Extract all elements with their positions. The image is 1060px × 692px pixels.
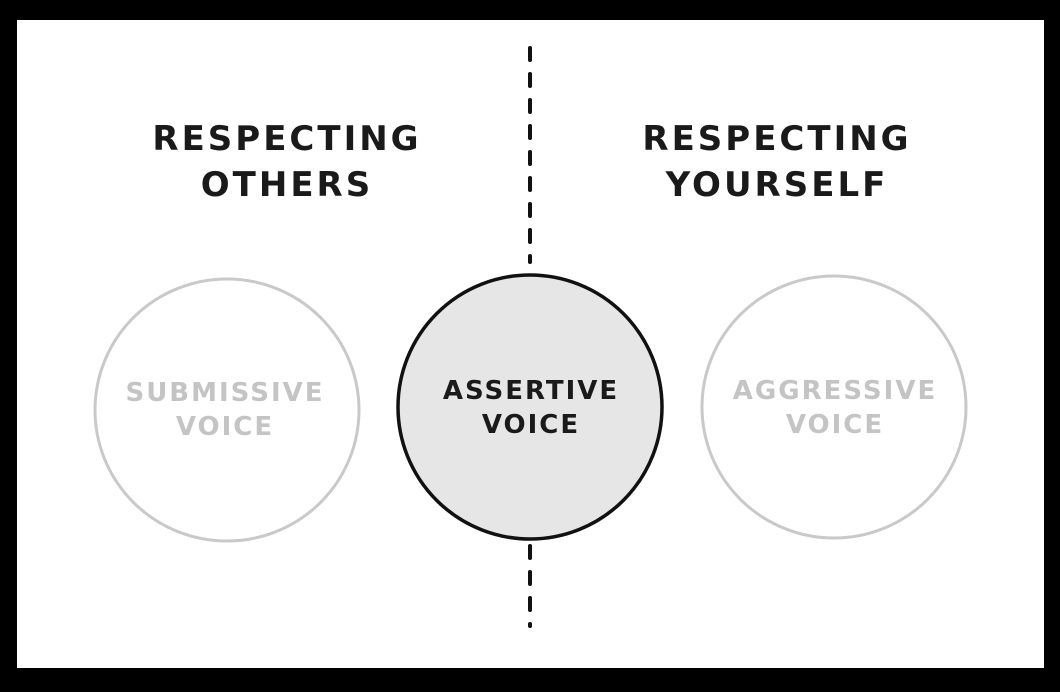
submissive-voice-circle bbox=[93, 277, 361, 543]
aggressive-voice-circle bbox=[700, 274, 968, 540]
assertive-label-line2: VOICE bbox=[481, 410, 581, 440]
assertive-voice-label: ASSERTIVE VOICE bbox=[401, 374, 661, 442]
aggressive-label-line2: VOICE bbox=[785, 410, 885, 440]
assertive-voice-circle bbox=[396, 273, 664, 541]
submissive-label-line1: SUBMISSIVE bbox=[125, 378, 325, 408]
diagram-canvas: RESPECTING OTHERS RESPECTING YOURSELF SU… bbox=[17, 20, 1044, 668]
aggressive-voice-label: AGGRESSIVE VOICE bbox=[705, 374, 965, 442]
heading-respecting-others: RESPECTING OTHERS bbox=[97, 116, 477, 208]
heading-right-line2: YOURSELF bbox=[665, 165, 889, 205]
assertive-label-line1: ASSERTIVE bbox=[442, 376, 620, 406]
submissive-voice-label: SUBMISSIVE VOICE bbox=[95, 376, 355, 444]
heading-respecting-yourself: RESPECTING YOURSELF bbox=[587, 116, 967, 208]
diagram-graphics bbox=[93, 46, 968, 628]
heading-left-line2: OTHERS bbox=[200, 165, 374, 205]
submissive-label-line2: VOICE bbox=[175, 412, 275, 442]
heading-left-line1: RESPECTING bbox=[152, 119, 422, 159]
heading-right-line1: RESPECTING bbox=[642, 119, 912, 159]
aggressive-label-line1: AGGRESSIVE bbox=[732, 376, 938, 406]
